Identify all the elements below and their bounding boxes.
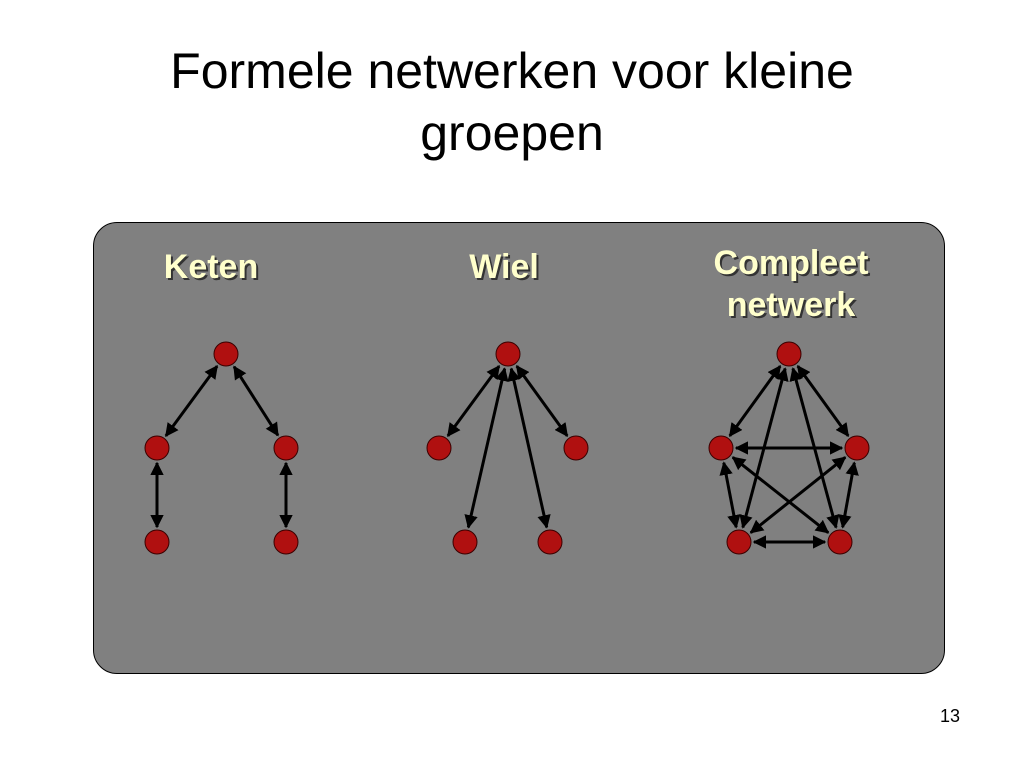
page-number: 13	[939, 706, 960, 726]
edges-layer	[150, 365, 859, 549]
edge-compleet-mid-left-bottom-left	[719, 461, 741, 529]
node-keten-mid-left	[144, 435, 170, 461]
edge-compleet-top-mid-right	[796, 365, 850, 437]
edge-compleet-top-mid-left	[728, 365, 782, 437]
edge-keten-top-mid-right	[232, 365, 280, 437]
edge-compleet-mid-right-bottom-right	[838, 461, 859, 529]
label-keten-line-1: Keten	[163, 248, 259, 286]
node-keten-top	[213, 341, 239, 367]
node-wiel-top	[495, 341, 521, 367]
slide-title: Formele netwerken voor kleine groepen	[0, 40, 1024, 164]
nodes-layer	[144, 341, 870, 555]
label-wiel-line-1: Wiel	[469, 248, 539, 286]
title-line-1: Formele netwerken voor kleine	[170, 43, 854, 99]
label-compleet-line-1: Compleet	[713, 244, 869, 282]
node-compleet-top	[776, 341, 802, 367]
label-compleet: Compleet netwerk	[676, 242, 906, 326]
label-keten: Keten	[131, 246, 291, 288]
node-compleet-mid-right	[844, 435, 870, 461]
label-compleet-line-2: netwerk	[726, 286, 856, 324]
node-keten-bottom-right	[273, 529, 299, 555]
node-compleet-bottom-right	[827, 529, 853, 555]
edge-compleet-mid-right-bottom-left	[749, 456, 847, 534]
edge-wiel-top-bottom-right	[507, 367, 551, 529]
title-line-2: groepen	[420, 105, 604, 161]
node-wiel-bottom-left	[452, 529, 478, 555]
node-wiel-mid-left	[426, 435, 452, 461]
node-wiel-mid-right	[563, 435, 589, 461]
edge-wiel-top-bottom-left	[464, 367, 509, 529]
node-keten-bottom-left	[144, 529, 170, 555]
node-keten-mid-right	[273, 435, 299, 461]
edge-keten-top-mid-left	[164, 365, 219, 437]
node-compleet-mid-left	[708, 435, 734, 461]
node-wiel-bottom-right	[537, 529, 563, 555]
label-wiel: Wiel	[424, 246, 584, 288]
node-compleet-bottom-left	[726, 529, 752, 555]
edge-compleet-mid-left-bottom-right	[731, 456, 830, 534]
